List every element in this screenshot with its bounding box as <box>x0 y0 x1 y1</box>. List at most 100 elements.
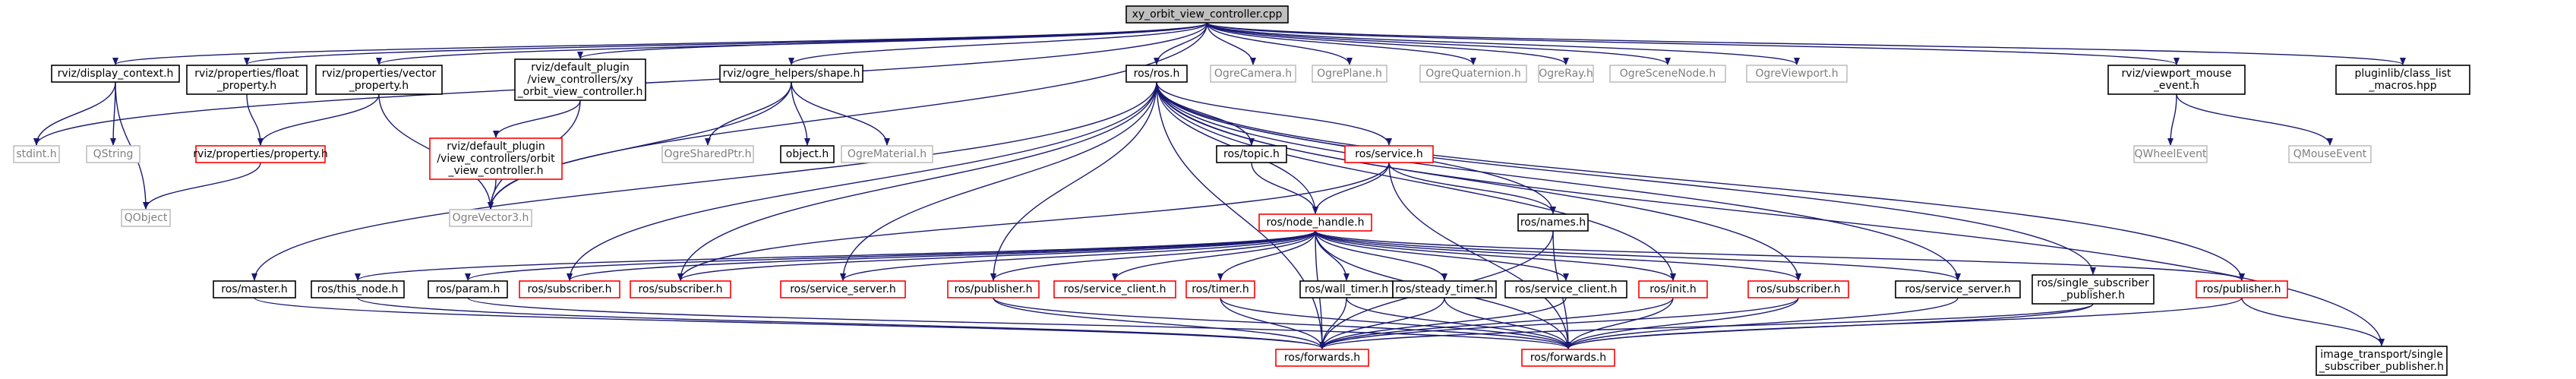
node-timer[interactable]: ros/timer.h <box>1185 280 1255 298</box>
node-box <box>1185 280 1255 298</box>
node-ogre-quaternion[interactable]: OgreQuaternion.h <box>1419 65 1527 83</box>
node-wall-timer[interactable]: ros/wall_timer.h <box>1299 280 1394 298</box>
node-label: ros/service_server.h <box>790 283 896 295</box>
node-float-property[interactable]: rviz/properties/float_property.h <box>186 65 308 95</box>
node-box <box>1392 280 1497 298</box>
node-xy-orbit-h[interactable]: rviz/default_plugin/view_controllers/xy_… <box>514 58 646 101</box>
node-box <box>519 280 620 298</box>
node-subscriber-a[interactable]: ros/subscriber.h <box>519 280 620 298</box>
node-label: OgreCamera.h <box>1214 68 1292 80</box>
node-service-server-b[interactable]: ros/service_server.h <box>1895 280 2021 298</box>
node-orbit-h[interactable]: rviz/default_plugin/view_controllers/orb… <box>429 137 563 180</box>
node-init[interactable]: ros/init.h <box>1638 280 1708 298</box>
node-box <box>1053 280 1176 298</box>
node-label: ros/ros.h <box>1134 68 1180 80</box>
node-label: ros/subscriber.h <box>1756 283 1840 295</box>
node-forwards-a[interactable]: ros/forwards.h <box>1275 349 1369 367</box>
edge-subscriber_c-to-forwards_b <box>1565 297 1799 349</box>
node-label: OgreSceneNode.h <box>1620 68 1716 80</box>
edge-node_handle-to-steady_timer <box>1315 230 1447 281</box>
edge-node_handle-to-service_server_a <box>840 230 1316 281</box>
node-box <box>195 145 326 163</box>
node-vector-property[interactable]: rviz/properties/vector_property.h <box>315 65 443 95</box>
node-box <box>86 145 140 163</box>
node-root[interactable]: xy_orbit_view_controller.cpp <box>1125 5 1289 24</box>
node-steady-timer[interactable]: ros/steady_timer.h <box>1392 280 1497 298</box>
node-image-transport[interactable]: image_transport/single_subscriber_publis… <box>2316 346 2448 376</box>
node-box <box>1210 65 1296 83</box>
edge-topic-to-node_handle <box>1251 162 1318 214</box>
node-forwards-b[interactable]: ros/forwards.h <box>1521 349 1615 367</box>
node-single-sub-pub[interactable]: ros/single_subscriber_publisher.h <box>2031 274 2155 305</box>
node-label: OgrePlane.h <box>1317 68 1382 80</box>
node-ogre-ray[interactable]: OgreRay.h <box>1538 65 1594 83</box>
node-ogre-camera[interactable]: OgreCamera.h <box>1210 65 1296 83</box>
node-label: rviz/display_context.h <box>58 68 174 80</box>
node-box <box>428 280 508 298</box>
node-viewport-mouse[interactable]: rviz/viewport_mouse_event.h <box>2107 65 2246 95</box>
node-class-list[interactable]: pluginlib/class_list_macros.hpp <box>2335 65 2470 95</box>
node-publisher-a[interactable]: ros/publisher.h <box>947 280 1040 298</box>
node-param[interactable]: ros/param.h <box>428 280 508 298</box>
node-service[interactable]: ros/service.h <box>1344 145 1434 163</box>
edge-viewport_mouse-to-qmouseevent <box>2176 93 2333 146</box>
edge-shape-to-object <box>791 81 810 146</box>
node-box <box>841 145 933 163</box>
edge-root-to-ogre_quaternion <box>1206 22 1476 65</box>
node-ogre-material[interactable]: OgreMaterial.h <box>841 145 933 163</box>
node-master[interactable]: ros/master.h <box>213 280 296 298</box>
edge-root-to-float_property <box>244 22 1208 65</box>
edge-publisher_b-to-image_transport <box>2241 297 2385 346</box>
node-ogre-vector3[interactable]: OgreVector3.h <box>449 209 532 227</box>
node-label: xy_orbit_view_controller.cpp <box>1132 8 1283 21</box>
node-qstring[interactable]: QString <box>86 145 140 163</box>
node-box <box>1746 65 1848 83</box>
node-ogre-plane[interactable]: OgrePlane.h <box>1312 65 1387 83</box>
node-box <box>1747 280 1849 298</box>
node-stdint[interactable]: stdint.h <box>13 145 60 163</box>
node-service-client-a[interactable]: ros/service_client.h <box>1053 280 1176 298</box>
edge-root-to-xy_orbit_h <box>577 22 1208 59</box>
edge-timer-to-forwards_b <box>1220 297 1571 349</box>
edge-ros_h-to-image_transport <box>1156 81 2385 346</box>
node-ogre-scenenode[interactable]: OgreSceneNode.h <box>1609 65 1726 83</box>
node-ogre-viewport[interactable]: OgreViewport.h <box>1746 65 1848 83</box>
node-label: rviz/default_plugin <box>531 62 630 74</box>
node-label: QWheelEvent <box>2135 148 2207 160</box>
node-service-client-b[interactable]: ros/service_client.h <box>1504 280 1627 298</box>
node-subscriber-c[interactable]: ros/subscriber.h <box>1747 280 1849 298</box>
node-property[interactable]: rviz/properties/property.h <box>193 145 328 163</box>
node-box <box>947 280 1040 298</box>
node-box <box>1216 145 1287 163</box>
node-names[interactable]: ros/names.h <box>1517 213 1589 232</box>
node-this-node[interactable]: ros/this_node.h <box>311 280 405 298</box>
node-service-server-a[interactable]: ros/service_server.h <box>780 280 906 298</box>
node-display-context[interactable]: rviz/display_context.h <box>51 65 180 83</box>
node-label: _event.h <box>2153 80 2199 92</box>
node-ogre-sharedptr[interactable]: OgreSharedPtr.h <box>661 145 754 163</box>
node-qwheelevent[interactable]: QWheelEvent <box>2133 145 2208 163</box>
node-label: OgreQuaternion.h <box>1425 68 1521 80</box>
edge-publisher_b-to-forwards_b <box>1565 297 2243 349</box>
node-ros-h[interactable]: ros/ros.h <box>1125 65 1188 83</box>
node-label: ros/service.h <box>1355 148 1423 160</box>
node-node-handle[interactable]: ros/node_handle.h <box>1258 213 1372 232</box>
node-object[interactable]: object.h <box>780 145 835 163</box>
node-box <box>2316 346 2448 376</box>
node-box <box>311 280 405 298</box>
node-box <box>315 65 443 95</box>
edge-layer <box>33 22 2406 349</box>
node-subscriber-b[interactable]: ros/subscriber.h <box>630 280 731 298</box>
node-qmouseevent[interactable]: QMouseEvent <box>2288 145 2372 163</box>
node-shape[interactable]: rviz/ogre_helpers/shape.h <box>719 65 863 83</box>
node-qobject[interactable]: QObject <box>121 209 171 227</box>
node-publisher-b[interactable]: ros/publisher.h <box>2196 280 2288 298</box>
edge-service-to-names <box>1388 162 1556 214</box>
node-box <box>13 145 60 163</box>
node-topic[interactable]: ros/topic.h <box>1216 145 1287 163</box>
node-box <box>2031 274 2155 305</box>
edge-ros_h-to-service_server_b <box>1156 81 1961 281</box>
edge-ros_h-to-single_sub_pub <box>1156 81 2096 275</box>
edge-init-to-forwards_a <box>1319 297 1674 349</box>
